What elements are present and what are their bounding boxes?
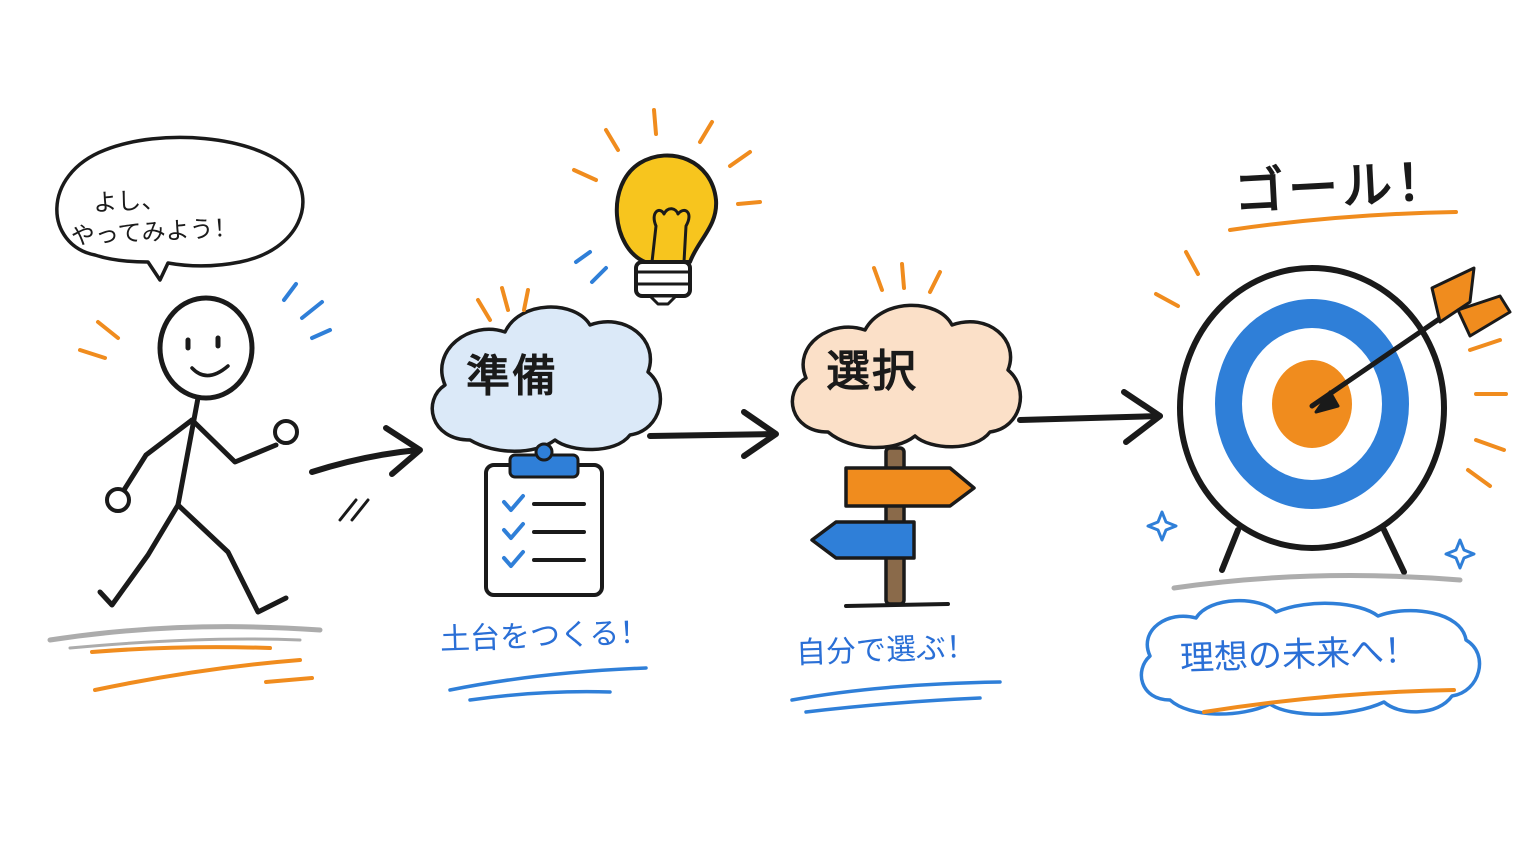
stage-title-prep: 準備 [466, 351, 558, 402]
goal-underline [1228, 210, 1458, 232]
caption-prep: 土台をつくる！ [439, 615, 650, 658]
stage-title-goal: ゴール！ [1232, 152, 1452, 222]
speech-bubble [55, 135, 305, 282]
target-arrow-icon [1146, 250, 1512, 591]
cloud-goal [1139, 599, 1482, 716]
lightbulb-icon [572, 108, 762, 306]
caption-goal: 理想の未来へ！ [1179, 630, 1419, 680]
arrow-3 [1017, 389, 1163, 445]
stage-title-choice: 選択 [826, 346, 918, 397]
speech-bubble-text: よし、 やってみよう！ [68, 180, 238, 253]
caption-choice: 自分で選ぶ！ [795, 629, 977, 672]
clipboard-checklist-icon [484, 442, 604, 597]
cloud-choice [790, 262, 1023, 450]
cloud-prep [430, 286, 663, 453]
signpost-icon [810, 446, 976, 608]
arrow-2 [647, 409, 779, 459]
ground-shadow [47, 624, 323, 650]
caption-underline-prep [448, 666, 648, 702]
caption-underline-choice [790, 680, 1002, 714]
motion-lines [78, 282, 370, 692]
stick-figure [97, 295, 299, 615]
arrow-1 [309, 425, 423, 477]
